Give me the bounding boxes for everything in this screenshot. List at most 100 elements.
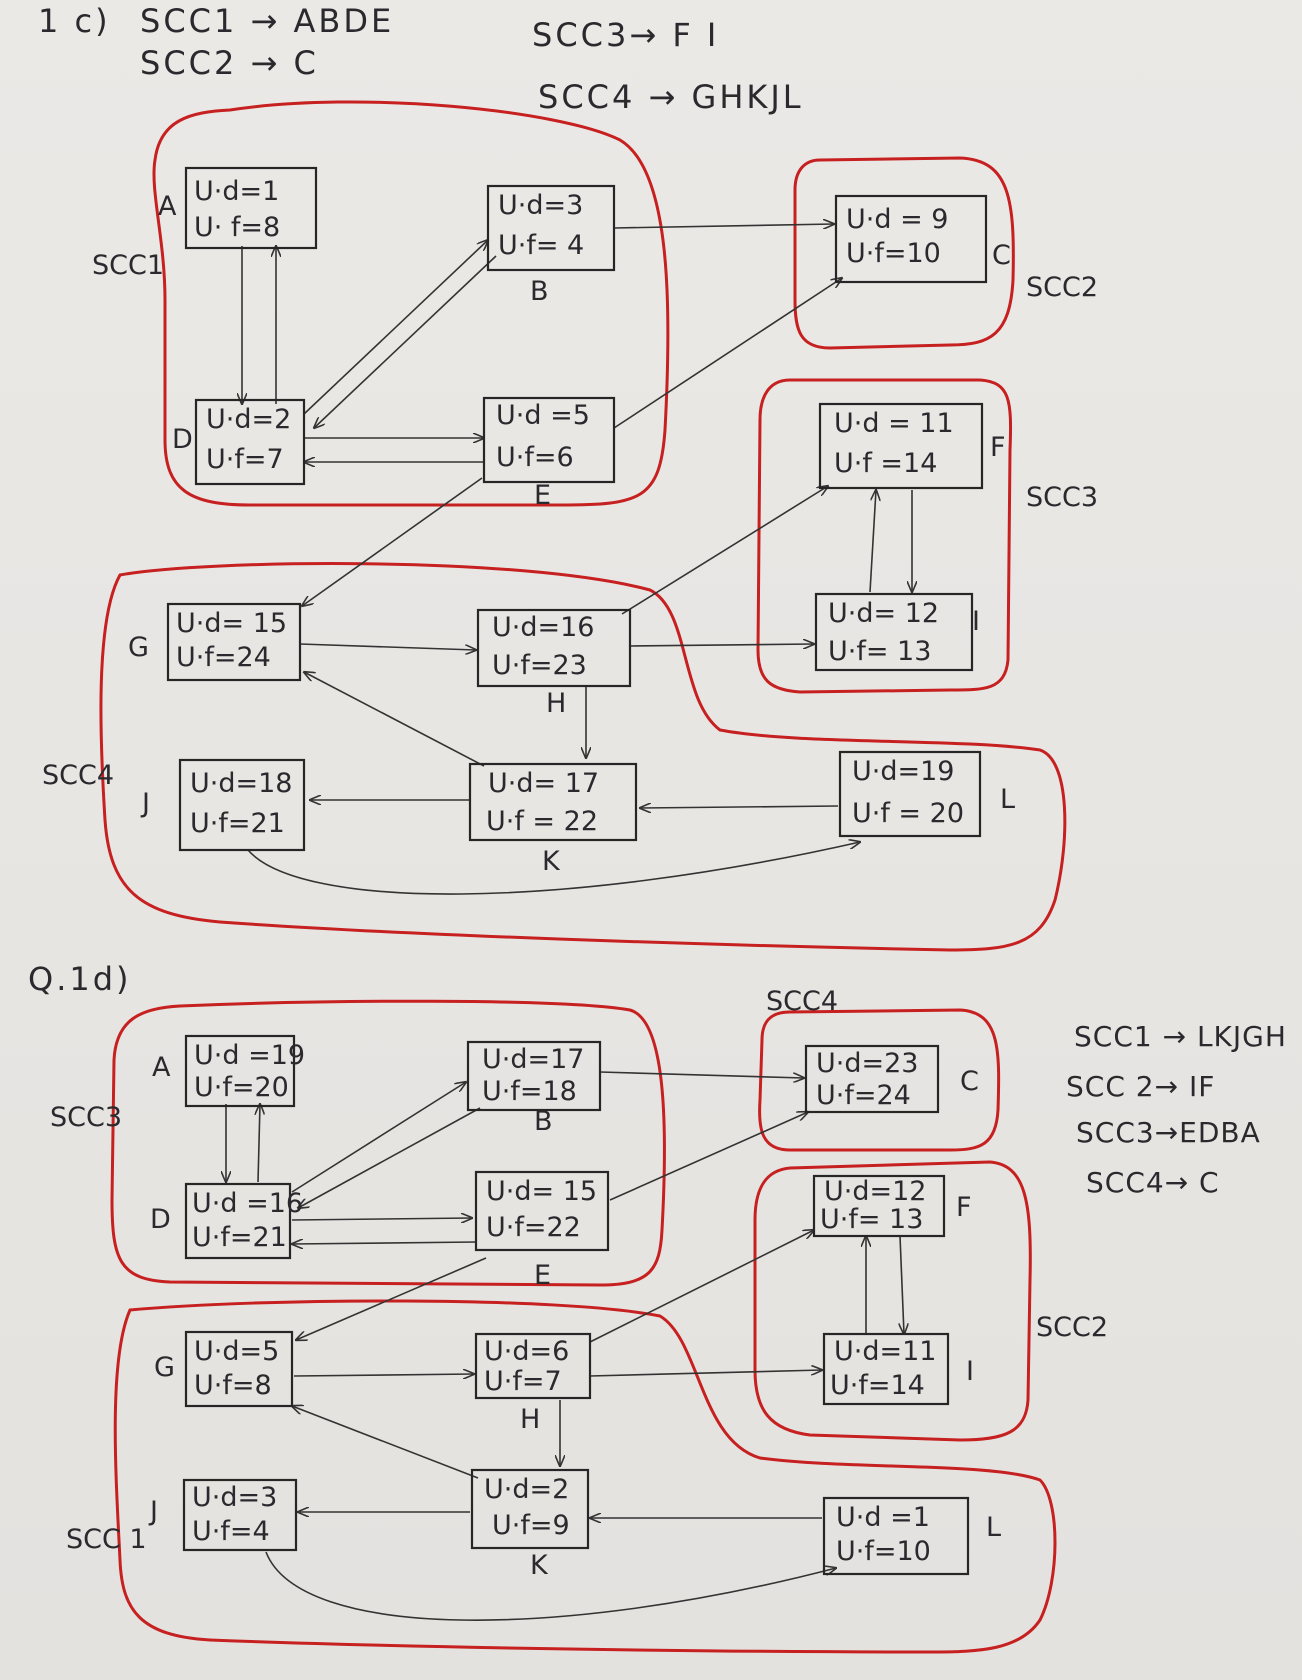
d-node-a-d: U·d =19 bbox=[194, 1040, 305, 1071]
part-c: 1 c) SCC1 → ABDE SCC2 → C SCC3→ F I SCC4… bbox=[38, 2, 1098, 952]
d-node-h-f: U·f=7 bbox=[484, 1366, 562, 1397]
c-node-a-f: U· f=8 bbox=[194, 212, 280, 243]
d-edge-k-g bbox=[292, 1406, 479, 1479]
c-node-l-f: U·f = 20 bbox=[852, 798, 964, 829]
d-node-d: U·d =16 U·f=21 D bbox=[150, 1182, 303, 1260]
d-edge-b-d bbox=[298, 1107, 481, 1208]
d-node-e-f: U·f=22 bbox=[486, 1212, 581, 1243]
part-c-note-scc1: SCC1 → ABDE bbox=[140, 2, 394, 40]
part-d-heading: Q.1d) bbox=[28, 960, 132, 998]
d-node-i-f: U·f=14 bbox=[830, 1370, 925, 1401]
part-c-scc3-outline bbox=[756, 378, 1013, 694]
c-node-a-d: U·d=1 bbox=[194, 176, 279, 207]
c-node-c-f: U·f=10 bbox=[846, 238, 941, 269]
c-edge-e-c bbox=[613, 278, 842, 429]
d-node-l: U·d =1 U·f=10 L bbox=[822, 1496, 1001, 1576]
d-edge-j-l bbox=[265, 1551, 836, 1621]
c-node-b-name: B bbox=[530, 276, 549, 307]
c-node-h-d: U·d=16 bbox=[492, 612, 594, 643]
d-node-j: U·d=3 U·f=4 J bbox=[148, 1478, 298, 1552]
c-node-d-d: U·d=2 bbox=[206, 404, 291, 435]
part-d-note-scc4: SCC4→ C bbox=[1086, 1166, 1220, 1199]
d-edge-h-i bbox=[589, 1370, 822, 1377]
c-node-d: U·d=2 U·f=7 D bbox=[172, 398, 306, 486]
c-node-i-f: U·f= 13 bbox=[828, 636, 931, 667]
c-node-b-d: U·d=3 bbox=[498, 190, 583, 221]
c-node-l-d: U·d=19 bbox=[852, 756, 954, 787]
d-edge-e-g bbox=[296, 1257, 487, 1340]
d-node-f-d: U·d=12 bbox=[824, 1176, 926, 1207]
d-edge-f-i bbox=[900, 1235, 904, 1334]
d-node-i: U·d=11 U·f=14 I bbox=[822, 1332, 974, 1406]
c-node-f-d: U·d = 11 bbox=[834, 408, 954, 439]
c-node-c-d: U·d = 9 bbox=[846, 204, 948, 235]
d-node-e-d: U·d= 15 bbox=[486, 1176, 597, 1207]
c-node-i: U·d= 12 U·f= 13 I bbox=[814, 592, 980, 672]
c-node-l: U·d=19 U·f = 20 L bbox=[838, 750, 1015, 838]
d-node-a-f: U·f=20 bbox=[194, 1072, 289, 1103]
c-node-j-d: U·d=18 bbox=[190, 768, 292, 799]
c-edge-k-g bbox=[304, 672, 485, 767]
d-node-f-name: F bbox=[956, 1192, 972, 1223]
part-c-scc4-outline bbox=[99, 562, 1067, 952]
d-node-k-d: U·d=2 bbox=[484, 1474, 569, 1505]
d-node-b-f: U·f=18 bbox=[482, 1076, 577, 1107]
part-c-scc2-label: SCC2 bbox=[1026, 272, 1098, 303]
d-node-b: U·d=17 U·f=18 B bbox=[466, 1040, 602, 1137]
d-node-c-d: U·d=23 bbox=[816, 1048, 918, 1079]
c-node-i-name: I bbox=[972, 606, 980, 637]
d-edge-d-e bbox=[291, 1218, 472, 1220]
c-edge-h-f bbox=[621, 486, 828, 615]
d-node-g-name: G bbox=[154, 1352, 175, 1383]
d-node-g: U·d=5 U·f=8 G bbox=[154, 1330, 294, 1408]
c-node-j-f: U·f=21 bbox=[190, 808, 285, 839]
d-edge-d-a bbox=[258, 1104, 260, 1183]
part-d: Q.1d) SCC1 → LKJGH SCC 2→ IF SCC3→EDBA S… bbox=[28, 960, 1287, 1654]
part-d-scc2-outline bbox=[753, 1160, 1032, 1442]
d-node-c-name: C bbox=[960, 1066, 979, 1097]
c-node-h: U·d=16 U·f=23 H bbox=[476, 608, 632, 719]
c-edge-d-b bbox=[303, 240, 488, 415]
c-node-f: U·d = 11 U·f =14 F bbox=[818, 402, 1006, 490]
d-node-l-d: U·d =1 bbox=[836, 1502, 930, 1533]
d-node-e-name: E bbox=[534, 1260, 551, 1291]
c-node-g-name: G bbox=[128, 632, 149, 663]
c-node-b: U·d=3 U·f= 4 B bbox=[486, 184, 616, 307]
c-edge-e-g bbox=[302, 477, 483, 606]
d-edge-d-b bbox=[291, 1082, 466, 1193]
d-node-a: U·d =19 U·f=20 A bbox=[152, 1034, 305, 1108]
c-node-d-f: U·f=7 bbox=[206, 444, 284, 475]
c-node-l-name: L bbox=[1000, 784, 1015, 815]
c-node-e: U·d =5 U·f=6 E bbox=[482, 396, 616, 511]
part-d-scc3-label: SCC3 bbox=[50, 1102, 122, 1133]
c-edge-l-k bbox=[640, 806, 839, 808]
part-d-note-scc1: SCC1 → LKJGH bbox=[1074, 1020, 1287, 1053]
d-node-e: U·d= 15 U·f=22 E bbox=[474, 1170, 610, 1291]
c-node-c-name: C bbox=[992, 240, 1011, 271]
d-node-g-f: U·f=8 bbox=[194, 1370, 272, 1401]
c-node-g-d: U·d= 15 bbox=[176, 608, 287, 639]
c-edge-i-f bbox=[869, 490, 876, 593]
part-c-scc3-label: SCC3 bbox=[1026, 482, 1098, 513]
d-node-d-name: D bbox=[150, 1204, 171, 1235]
c-node-k: U·d= 17 U·f = 22 K bbox=[468, 762, 638, 877]
c-node-i-d: U·d= 12 bbox=[828, 598, 939, 629]
d-node-c: U·d=23 U·f=24 C bbox=[804, 1044, 979, 1114]
c-node-e-d: U·d =5 bbox=[496, 400, 590, 431]
c-node-a-name: A bbox=[158, 191, 177, 222]
c-edge-h-i bbox=[629, 644, 814, 646]
d-node-k: U·d=2 U·f=9 K bbox=[470, 1468, 590, 1581]
c-node-g: U·d= 15 U·f=24 G bbox=[128, 602, 302, 682]
c-node-j-name: J bbox=[140, 788, 150, 819]
d-node-j-f: U·f=4 bbox=[192, 1516, 270, 1547]
c-node-e-f: U·f=6 bbox=[496, 442, 574, 473]
d-node-b-name: B bbox=[534, 1106, 553, 1137]
part-d-scc1-label: SCC 1 bbox=[66, 1524, 147, 1555]
c-node-k-f: U·f = 22 bbox=[486, 806, 598, 837]
part-d-scc4-outline bbox=[758, 1008, 1001, 1152]
part-c-scc2-outline bbox=[793, 156, 1015, 350]
d-node-h: U·d=6 U·f=7 H bbox=[474, 1332, 592, 1435]
part-c-note-scc4: SCC4 → GHKJL bbox=[538, 78, 804, 116]
c-node-f-f: U·f =14 bbox=[834, 448, 937, 479]
